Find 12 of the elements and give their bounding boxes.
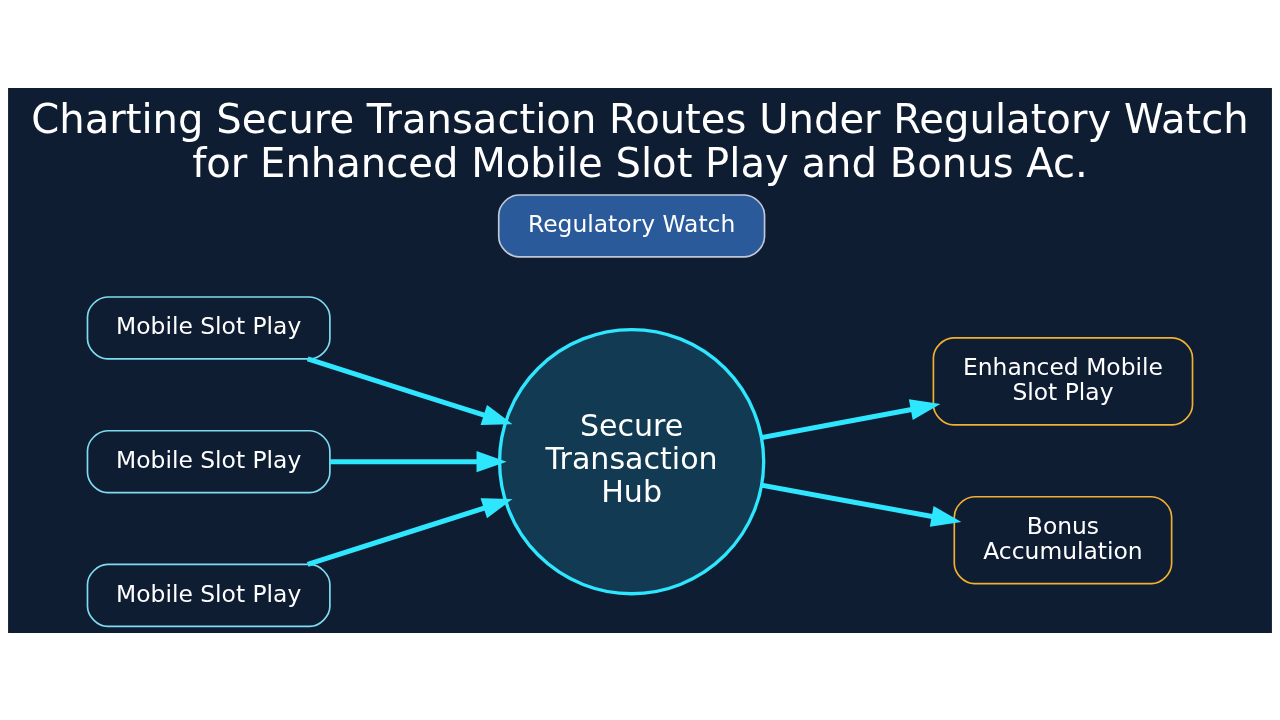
node-box: Mobile Slot Play (86, 429, 331, 493)
node-box: Regulatory Watch (497, 193, 766, 258)
arrow (761, 398, 941, 440)
arrow (330, 450, 507, 472)
arrow (761, 482, 962, 527)
node-box: Mobile Slot Play (86, 563, 331, 627)
arrow (306, 497, 513, 567)
node-box: Mobile Slot Play (86, 295, 331, 360)
node-circle: Secure Transaction Hub (497, 327, 766, 595)
arrow (306, 356, 513, 425)
node-box: Bonus Accumulation (953, 495, 1173, 584)
node-box: Enhanced Mobile Slot Play (932, 336, 1194, 426)
